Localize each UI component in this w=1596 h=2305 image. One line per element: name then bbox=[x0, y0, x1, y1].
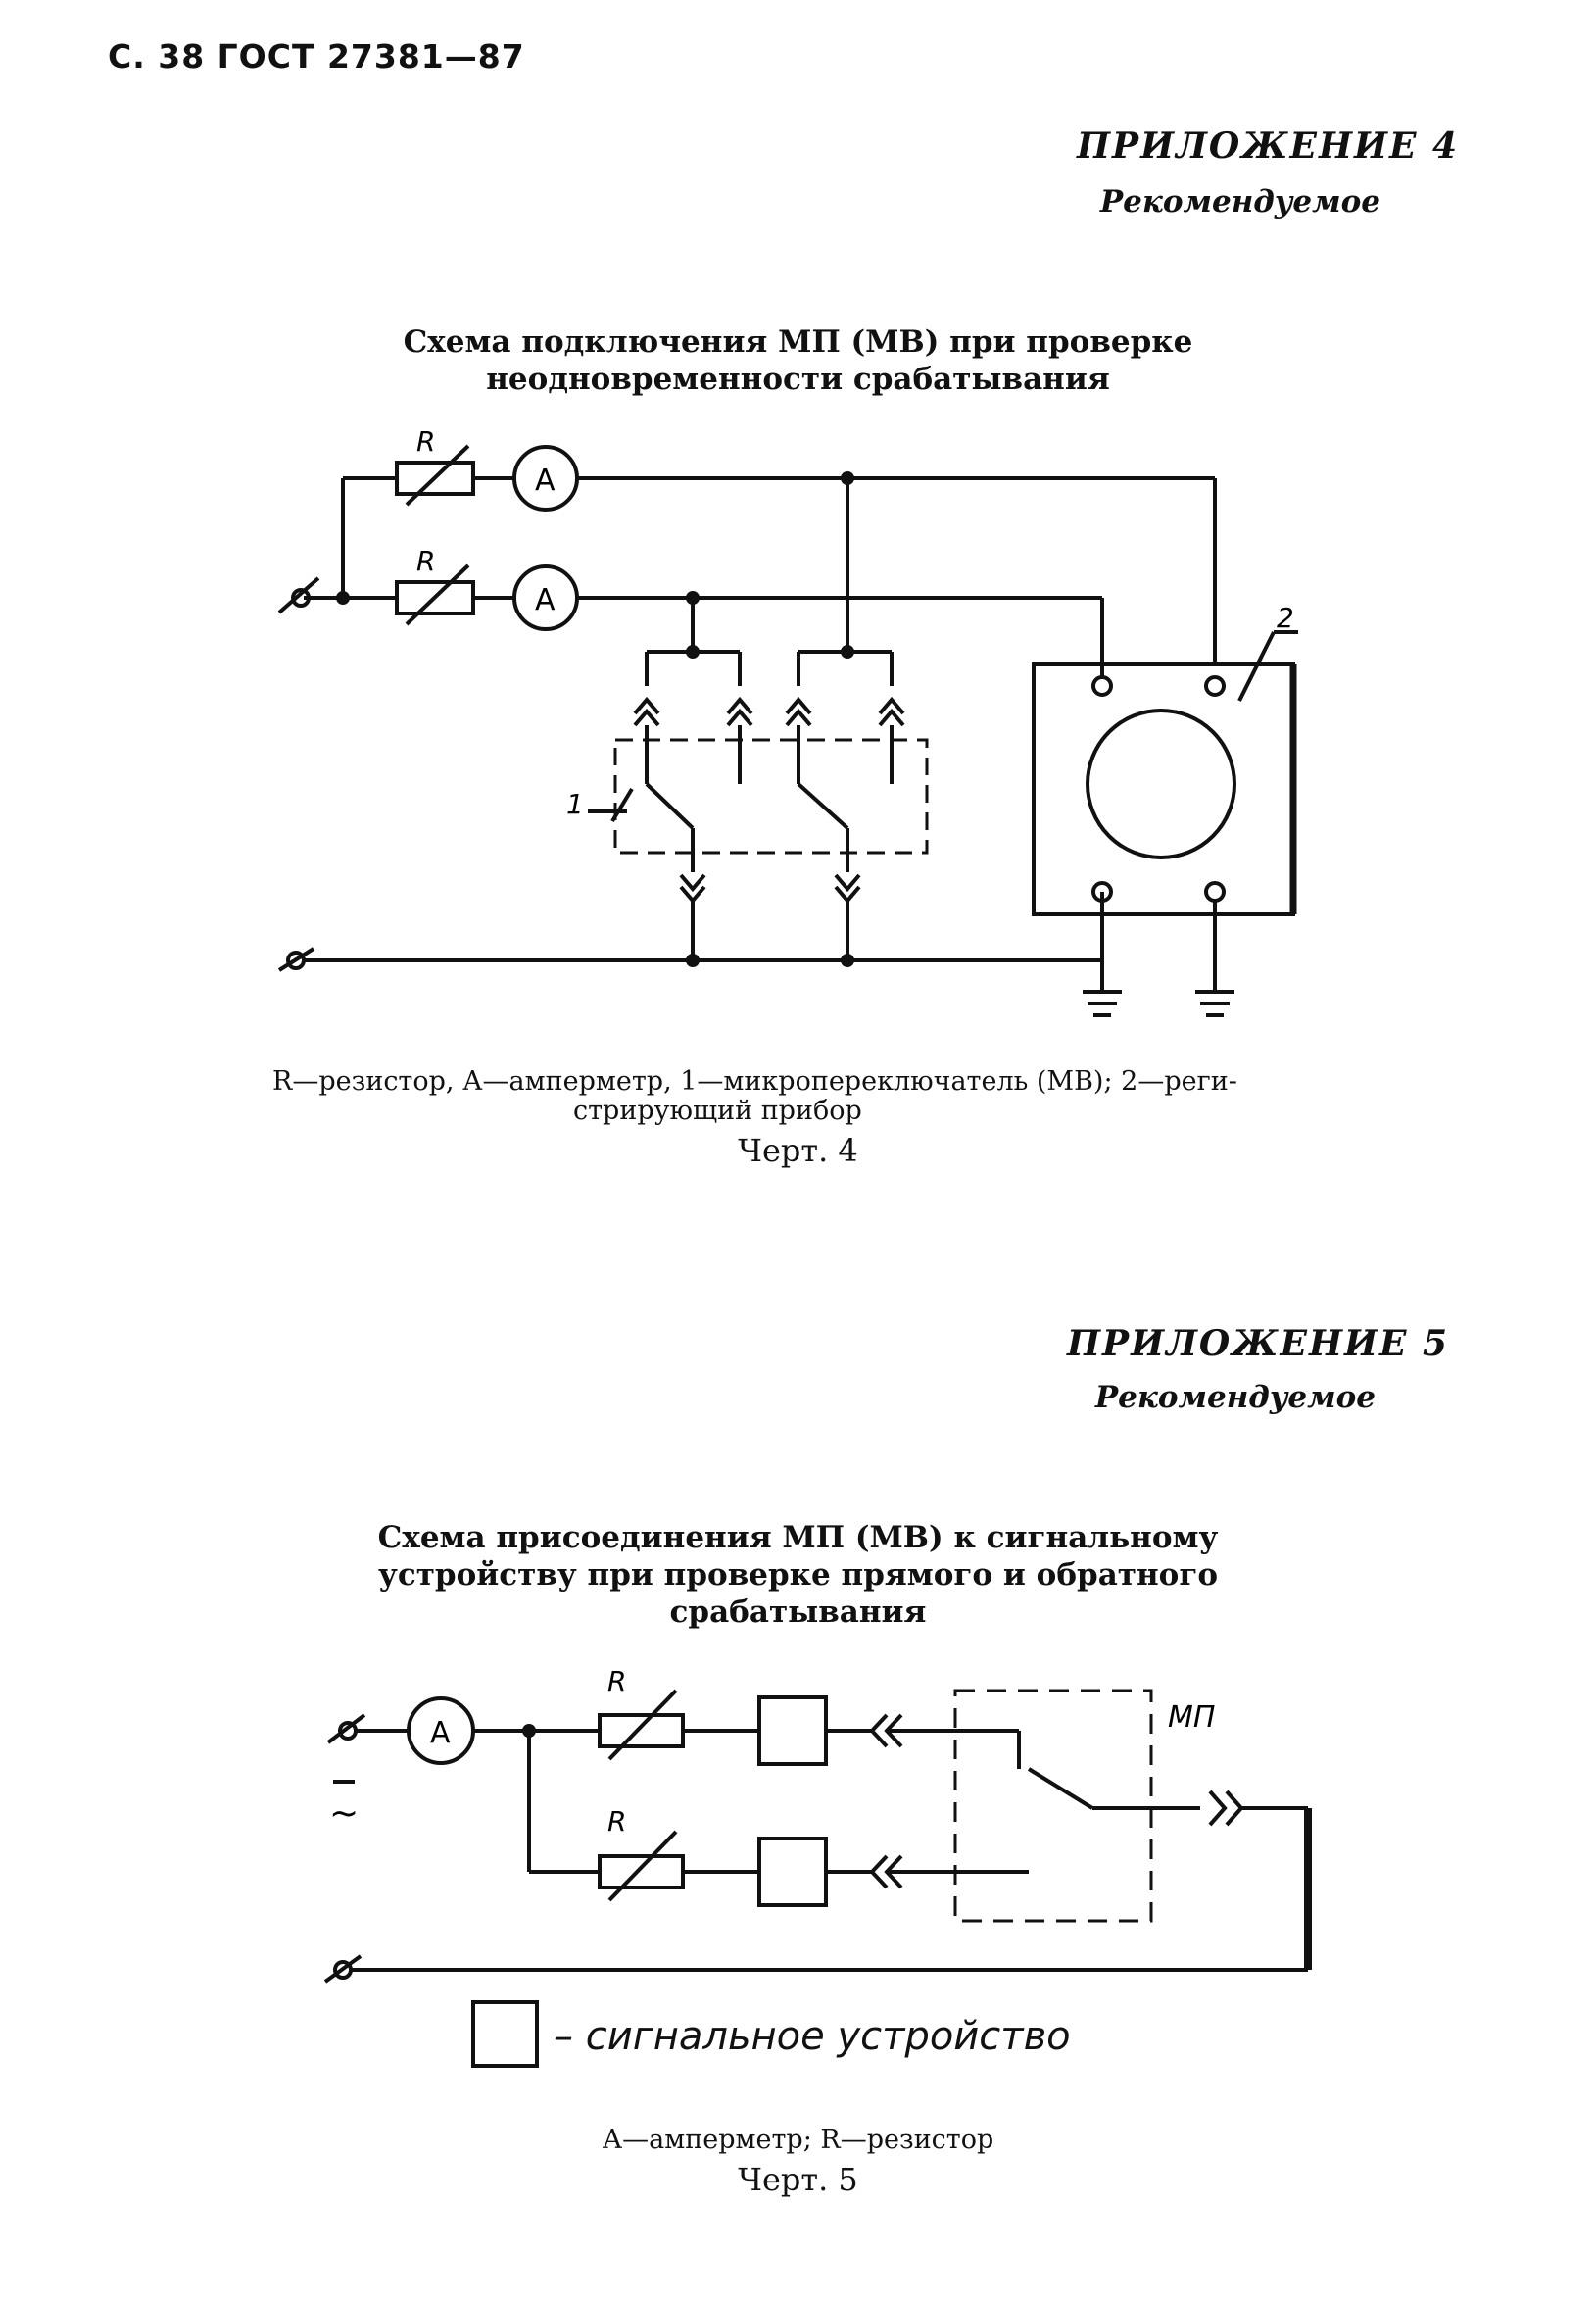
chart-4-title-line1: Схема подключения МП (МВ) при проверке bbox=[403, 324, 1193, 360]
appendix-5-title: ПРИЛОЖЕНИЕ 5 bbox=[1066, 1323, 1449, 1364]
label-R-bottom: R bbox=[416, 545, 435, 577]
label-A-top: A bbox=[535, 464, 556, 498]
label-R5-top: R bbox=[607, 1665, 626, 1697]
mp-enclosure bbox=[953, 1689, 1153, 1923]
chart-4-caption-line2: стрирующий прибор bbox=[573, 1096, 862, 1126]
figure-4-label: Черт. 4 bbox=[738, 1132, 858, 1169]
recorder-box bbox=[1032, 662, 1295, 916]
label-item-1: 1 bbox=[566, 788, 584, 820]
appendix-4-subtitle: Рекомендуемое bbox=[1099, 184, 1380, 220]
label-item-2: 2 bbox=[1277, 602, 1294, 634]
chart-5-title-line3: срабатывания bbox=[669, 1594, 927, 1630]
label-A-bottom: A bbox=[535, 583, 556, 617]
chart-5-title-line2: устройству при проверке прямого и обратн… bbox=[377, 1557, 1219, 1593]
label-A5: A bbox=[430, 1716, 451, 1750]
legend-square bbox=[471, 2000, 539, 2068]
label-ac: ~ bbox=[329, 1793, 359, 1834]
chart-5-caption: А—амперметр; R—резистор bbox=[602, 2125, 994, 2155]
appendix-5-subtitle: Рекомендуемое bbox=[1094, 1380, 1376, 1415]
chart-5-title-line1: Схема присоединения МП (МВ) к сигнальном… bbox=[377, 1520, 1219, 1555]
chart-4-title: Схема подключения МП (МВ) при проверке н… bbox=[0, 323, 1596, 398]
label-R5-bottom: R bbox=[607, 1805, 626, 1838]
label-mp: МП bbox=[1168, 1700, 1215, 1735]
chart-4-caption-line1: R—резистор, А—амперметр, 1—микропереключ… bbox=[272, 1066, 1237, 1097]
appendix-4-title: ПРИЛОЖЕНИЕ 4 bbox=[1076, 125, 1459, 167]
legend-text: – сигнальное устройство bbox=[554, 2014, 1071, 2059]
switch-enclosure bbox=[613, 738, 929, 855]
circuit-diagram-5 bbox=[323, 1689, 1312, 2068]
chart-5-title: Схема присоединения МП (МВ) к сигнальном… bbox=[0, 1519, 1596, 1631]
chart-4-title-line2: неодновременности срабатывания bbox=[486, 362, 1110, 397]
page-header: С. 38 ГОСТ 27381—87 bbox=[108, 37, 525, 75]
figure-5-label: Черт. 5 bbox=[738, 2161, 858, 2198]
label-R-top: R bbox=[416, 425, 435, 458]
